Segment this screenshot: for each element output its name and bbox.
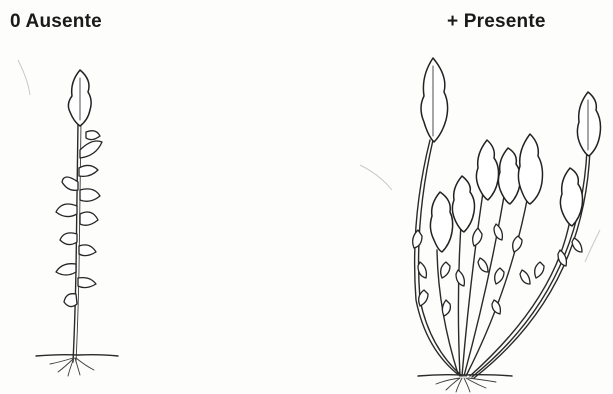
- plant-present-ground: [418, 375, 512, 376]
- plant-absent: [36, 70, 118, 376]
- plant-absent-ground: [36, 355, 118, 356]
- plant-present-roots: [436, 378, 496, 392]
- plant-absent-leaves: [56, 131, 102, 307]
- plant-present: [413, 58, 601, 392]
- plant-absent-roots: [50, 358, 94, 376]
- plant-present-spikes: [421, 58, 601, 252]
